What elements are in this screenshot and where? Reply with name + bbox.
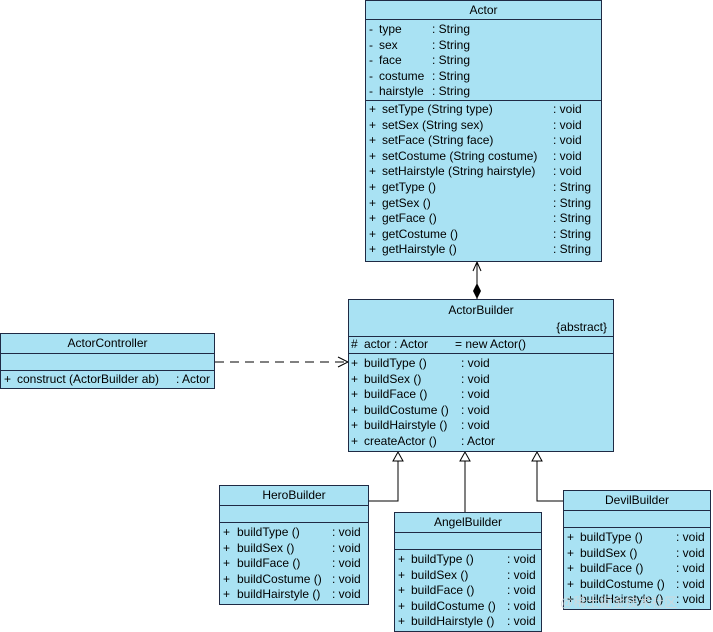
method-row: +getType (): String	[369, 179, 592, 194]
devil-builder-attributes	[564, 511, 710, 528]
actor-controller-attributes	[1, 354, 214, 371]
actor-builder-methods: +buildType (): void +buildSex (): void +…	[349, 354, 613, 450]
method-row: +construct (ActorBuilder ab): Actor	[4, 372, 211, 386]
method-row: +buildCostume (): void	[398, 598, 536, 613]
method-row: +setHairstyle (String hairstyle): void	[369, 164, 582, 179]
composition-connector	[472, 260, 482, 299]
actor-controller-class-name: ActorController	[1, 334, 214, 354]
method-row: +getHairstyle (): String	[369, 242, 592, 257]
method-row: +buildFace (): void	[351, 387, 490, 402]
actor-controller-class: ActorController +construct (ActorBuilder…	[0, 333, 215, 389]
method-row: +buildHairstyle (): void	[223, 587, 361, 602]
method-row: +buildSex (): void	[398, 567, 536, 582]
method-row: +setFace (String face): void	[369, 133, 582, 148]
actor-builder-class: ActorBuilder {abstract} #actor : Actor= …	[348, 299, 614, 452]
actor-class-name: Actor	[366, 1, 601, 20]
angel-builder-title: AngelBuilder	[433, 515, 503, 529]
hero-builder-attributes	[220, 506, 368, 523]
hero-builder-methods: +buildType (): void +buildSex (): void +…	[220, 523, 368, 603]
actor-controller-methods: +construct (ActorBuilder ab): Actor	[1, 371, 214, 388]
abstract-stereotype: {abstract}	[556, 320, 607, 334]
hero-generalization	[369, 450, 404, 502]
method-row: +getFace (): String	[369, 211, 592, 226]
method-row: +buildHairstyle (): void	[351, 418, 490, 433]
devil-builder-methods: +buildType (): void +buildSex (): void +…	[564, 528, 710, 608]
devil-builder-title: DevilBuilder	[604, 493, 670, 507]
method-row: +buildType (): void	[223, 525, 361, 539]
dependency-connector	[215, 356, 350, 368]
attribute-row: -face: String	[369, 53, 471, 68]
method-row: +buildType (): void	[567, 530, 705, 544]
actor-methods: +setType (String type): void +setSex (St…	[366, 101, 601, 258]
method-row: +buildFace (): void	[398, 583, 536, 598]
attribute-row: -type: String	[369, 22, 471, 36]
actor-controller-title: ActorController	[67, 336, 148, 350]
method-row: +buildCostume (): void	[567, 576, 705, 591]
method-row: +buildSex (): void	[351, 371, 490, 386]
actor-attributes: -type: String -sex: String -face: String…	[366, 20, 601, 101]
actor-builder-class-name: ActorBuilder {abstract}	[349, 300, 613, 337]
attribute-row: #actor : Actor= new Actor()	[351, 337, 527, 351]
attribute-row: -sex: String	[369, 37, 471, 52]
devil-generalization	[531, 450, 563, 502]
method-row: +buildFace (): void	[567, 561, 705, 576]
actor-builder-title: ActorBuilder	[448, 303, 514, 317]
hero-builder-class: HeroBuilder +buildType (): void +buildSe…	[219, 485, 369, 605]
method-row: +setCostume (String costume): void	[369, 148, 582, 163]
method-row: +buildType (): void	[398, 552, 536, 566]
method-row: +buildCostume (): void	[223, 571, 361, 586]
method-row: +buildFace (): void	[223, 556, 361, 571]
method-row: +buildSex (): void	[223, 540, 361, 555]
actor-class: Actor -type: String -sex: String -face: …	[365, 0, 602, 262]
method-row: +buildHairstyle (): void	[567, 592, 705, 607]
hero-builder-class-name: HeroBuilder	[220, 486, 368, 506]
attribute-row: -hairstyle: String	[369, 84, 471, 99]
method-row: +setType (String type): void	[369, 102, 582, 116]
method-row: +buildHairstyle (): void	[398, 614, 536, 629]
devil-builder-class-name: DevilBuilder	[564, 491, 710, 511]
devil-builder-class: DevilBuilder +buildType (): void +buildS…	[563, 490, 711, 610]
angel-generalization	[459, 450, 471, 512]
angel-builder-class: AngelBuilder +buildType (): void +buildS…	[394, 512, 542, 632]
angel-builder-methods: +buildType (): void +buildSex (): void +…	[395, 550, 541, 630]
method-row: +getCostume (): String	[369, 226, 592, 241]
hero-builder-title: HeroBuilder	[262, 488, 326, 502]
method-row: +buildType (): void	[351, 356, 490, 370]
watermark: @稀土掘金技术社区	[560, 595, 678, 610]
method-row: +getSex (): String	[369, 195, 592, 210]
method-row: +buildSex (): void	[567, 545, 705, 560]
method-row: +createActor (): Actor	[351, 433, 496, 448]
attribute-row: -costume: String	[369, 68, 471, 83]
angel-builder-class-name: AngelBuilder	[395, 513, 541, 533]
angel-builder-attributes	[395, 533, 541, 550]
method-row: +setSex (String sex): void	[369, 117, 582, 132]
actor-builder-attributes: #actor : Actor= new Actor()	[349, 337, 613, 354]
method-row: +buildCostume (): void	[351, 402, 490, 417]
actor-title: Actor	[469, 3, 498, 17]
